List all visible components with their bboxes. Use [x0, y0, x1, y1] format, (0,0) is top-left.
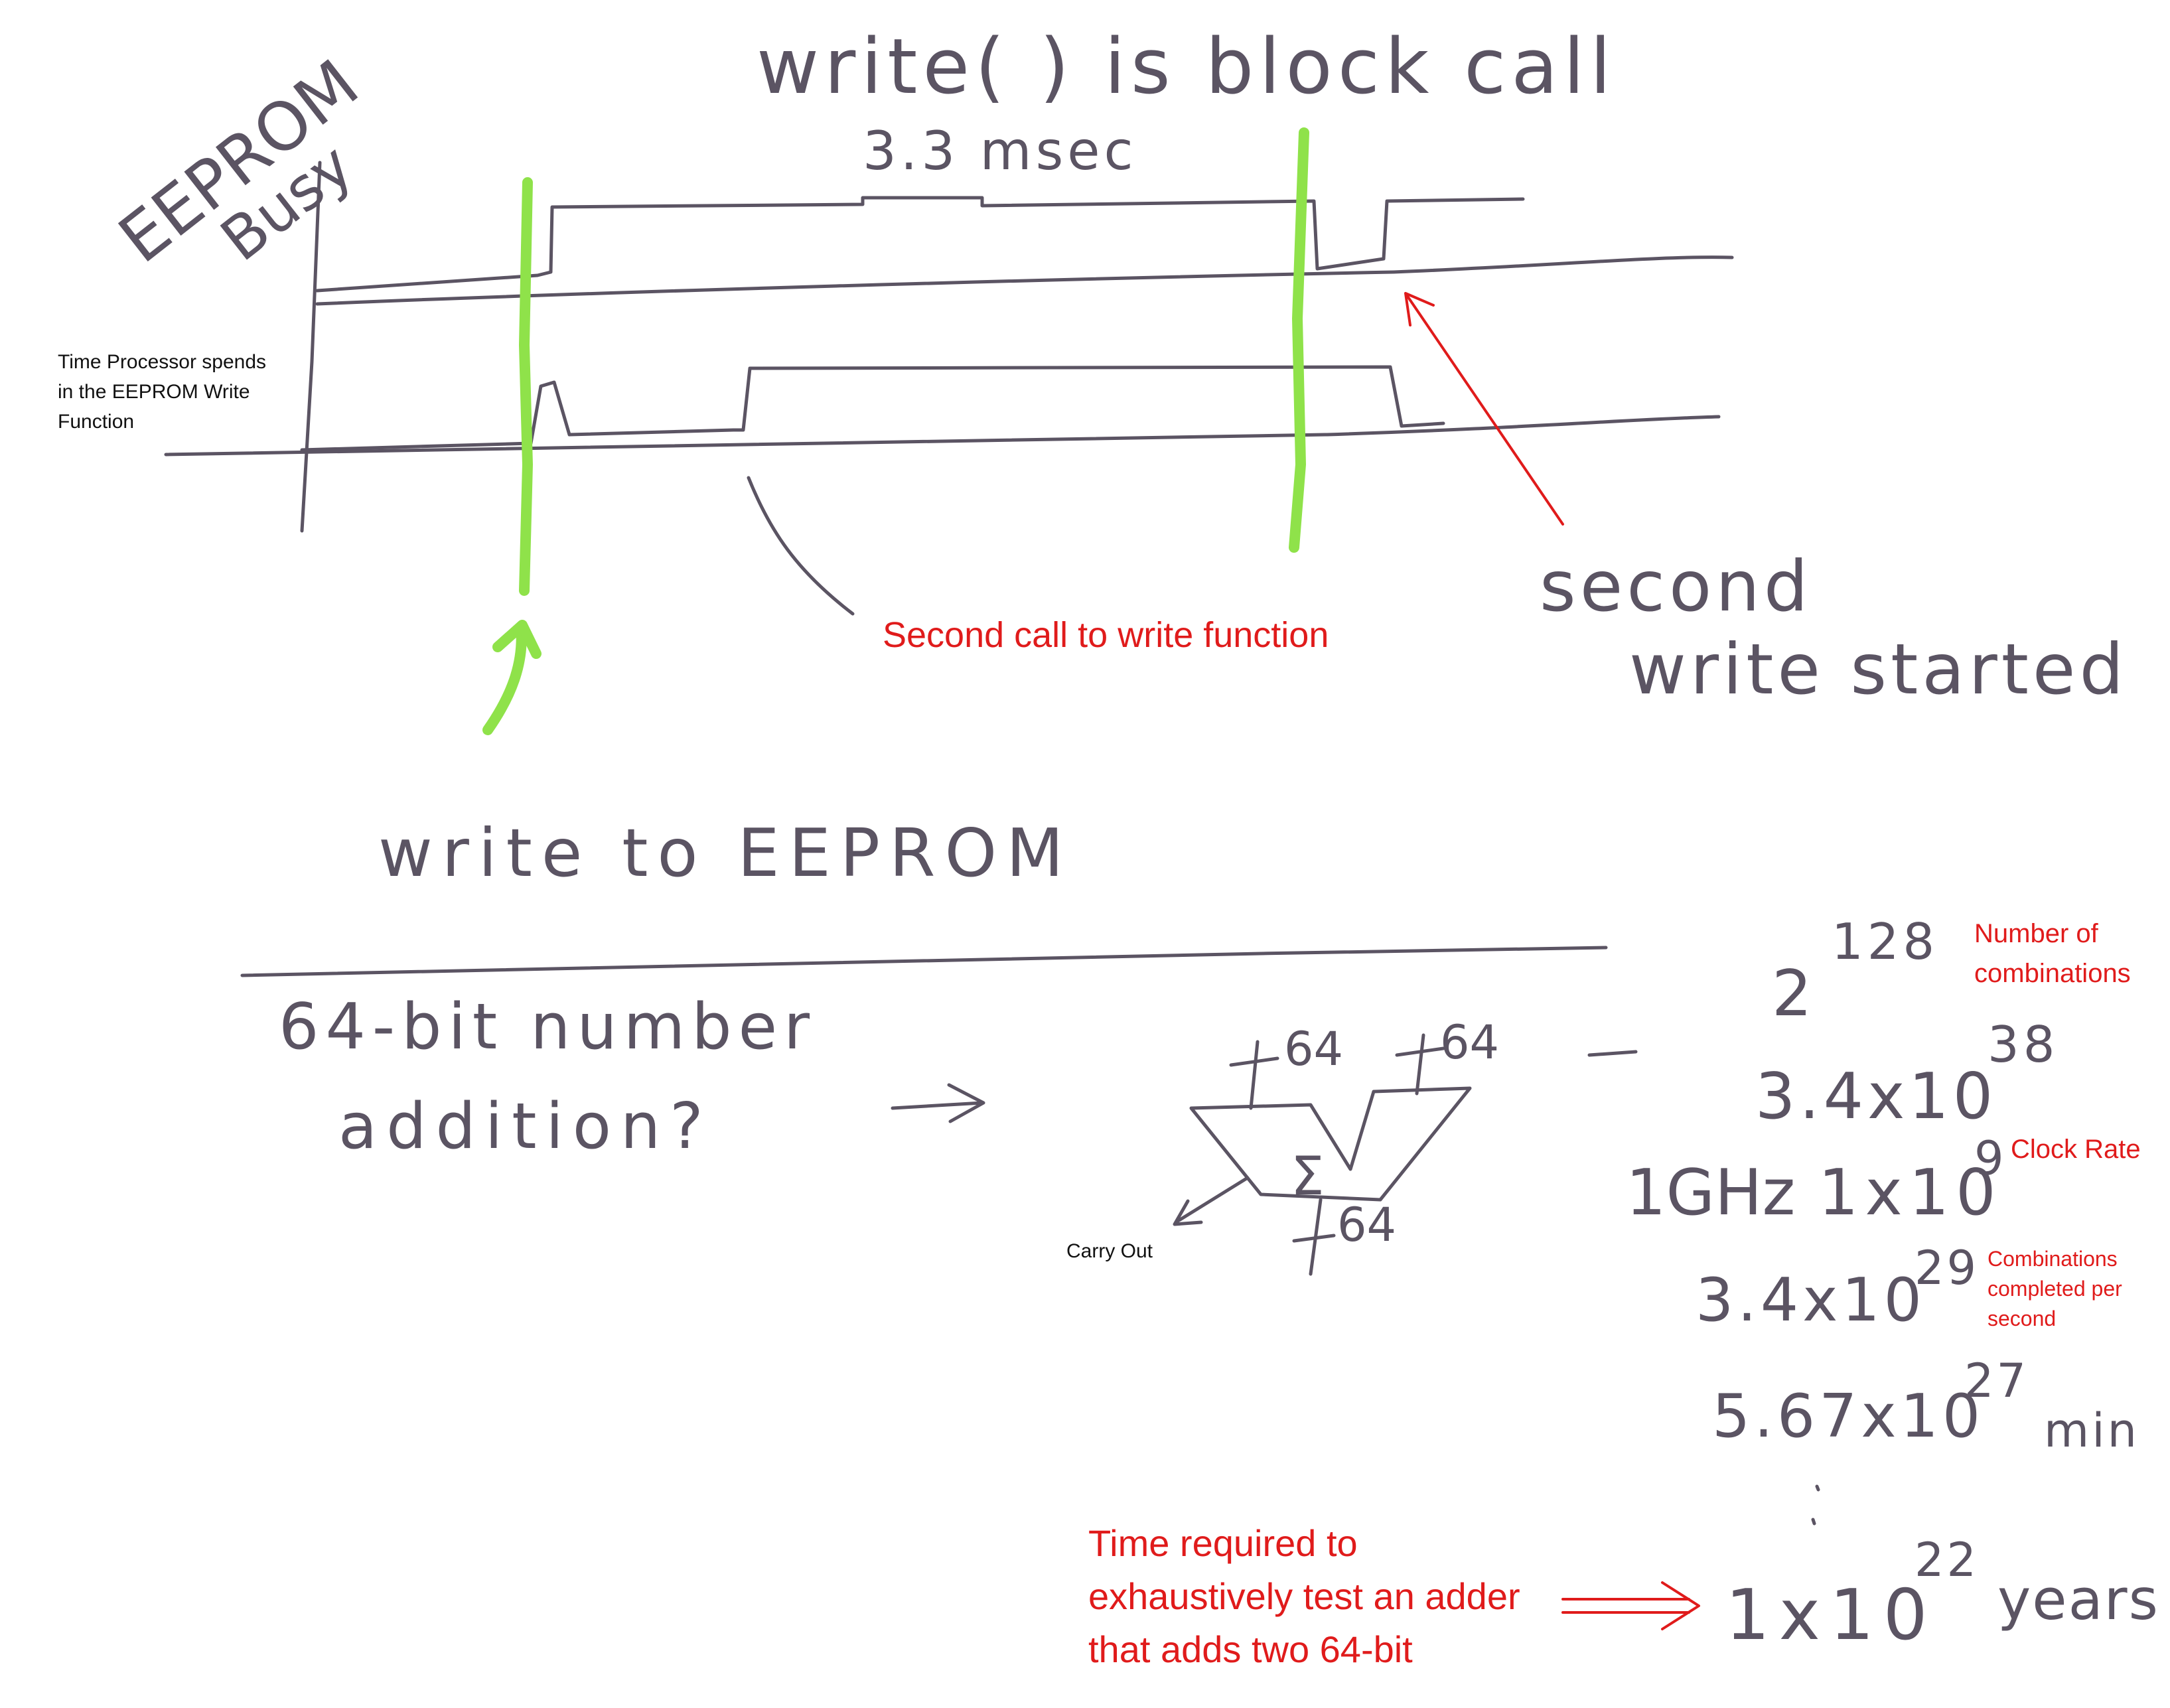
adder-to-calc-dash — [1587, 1050, 1638, 1057]
per-sec-exponent: 29 — [1915, 1241, 1979, 1295]
input-a-width: 64 — [1284, 1022, 1343, 1076]
adder-sigma: Σ — [1291, 1145, 1325, 1207]
second-write-red-arrow — [1406, 294, 1564, 526]
combos-mantissa: 3.4x10 — [1755, 1060, 1997, 1133]
input-b-width: 64 — [1440, 1015, 1499, 1070]
per-min-mantissa: 5.67x10 — [1712, 1382, 1984, 1451]
per-sec-note-line1: Combinations — [1988, 1247, 2118, 1271]
per-min-unit: min — [2044, 1403, 2139, 1458]
per-sec-mantissa: 3.4x10 — [1696, 1265, 1926, 1335]
processor-label-line1: Time Processor spends — [58, 351, 266, 373]
clock-mantissa: 1x10 — [1818, 1157, 2003, 1230]
second-call-pointer — [747, 476, 855, 616]
output-slash — [1292, 1234, 1336, 1243]
eeprom-busy-waveform — [315, 196, 1525, 293]
power-note-line2: combinations — [1974, 959, 2131, 988]
clock-ghz: 1GHz — [1626, 1157, 1795, 1230]
busy-baseline — [315, 255, 1734, 306]
input-b-slash — [1395, 1046, 1445, 1057]
adder-symbol — [1189, 1086, 1472, 1202]
per-sec-note-line2: completed per — [1988, 1277, 2122, 1301]
per-sec-note-line3: second — [1988, 1307, 2056, 1330]
processor-waveform — [300, 365, 1445, 452]
adder-question-line2: addition? — [338, 1090, 713, 1163]
green-marker-second-write — [1289, 127, 1309, 553]
per-min-exponent: 27 — [1964, 1354, 2029, 1408]
green-up-arrow-head — [492, 620, 542, 659]
input-b-line — [1415, 1033, 1425, 1096]
timing-vertical-axis — [300, 161, 322, 533]
power-base: 2 — [1772, 958, 1812, 1031]
years-exponent: 22 — [1915, 1533, 1979, 1587]
second-write-label-line2: write started — [1629, 629, 2128, 710]
second-write-red-arrow-head — [1404, 292, 1435, 326]
input-a-line — [1249, 1040, 1260, 1110]
second-call-label: Second call to write function — [883, 615, 1329, 655]
clock-exponent: 9 — [1974, 1131, 2004, 1186]
carry-out-label: Carry Out — [1066, 1240, 1153, 1262]
adder-question-line1: 64-bit number — [279, 991, 816, 1064]
implies-arrow — [1561, 1581, 1700, 1630]
time-note-line3: that adds two 64-bit — [1088, 1628, 1413, 1670]
green-marker-first-write — [519, 177, 533, 596]
duration-label: 3.3 msec — [863, 120, 1137, 182]
time-note-line2: exhaustively test an adder — [1088, 1575, 1520, 1617]
carry-out-arrow — [1173, 1176, 1250, 1226]
processor-label-line2: in the EEPROM Write — [58, 381, 250, 403]
timing-title: write( ) is block call — [757, 23, 1617, 111]
combos-exponent: 38 — [1988, 1015, 2059, 1074]
power-exponent: 128 — [1832, 912, 1938, 971]
adder-arrow — [891, 1083, 985, 1123]
years-unit: years — [1997, 1567, 2159, 1633]
years-mantissa: 1x10 — [1725, 1575, 1937, 1656]
write-to-eeprom-caption: write to EEPROM — [378, 814, 1073, 892]
clock-note: Clock Rate — [2011, 1135, 2141, 1164]
processor-label-line3: Function — [58, 411, 134, 433]
time-note-line1: Time required to — [1088, 1522, 1358, 1564]
power-note-line1: Number of — [1974, 919, 2099, 948]
output-width: 64 — [1337, 1198, 1396, 1252]
section-divider — [240, 946, 1608, 977]
green-up-arrow — [482, 622, 527, 735]
input-a-slash — [1229, 1056, 1279, 1067]
processor-baseline — [164, 415, 1721, 457]
second-write-label-line1: second — [1540, 546, 1812, 627]
continuation-dots — [1811, 1484, 1820, 1526]
